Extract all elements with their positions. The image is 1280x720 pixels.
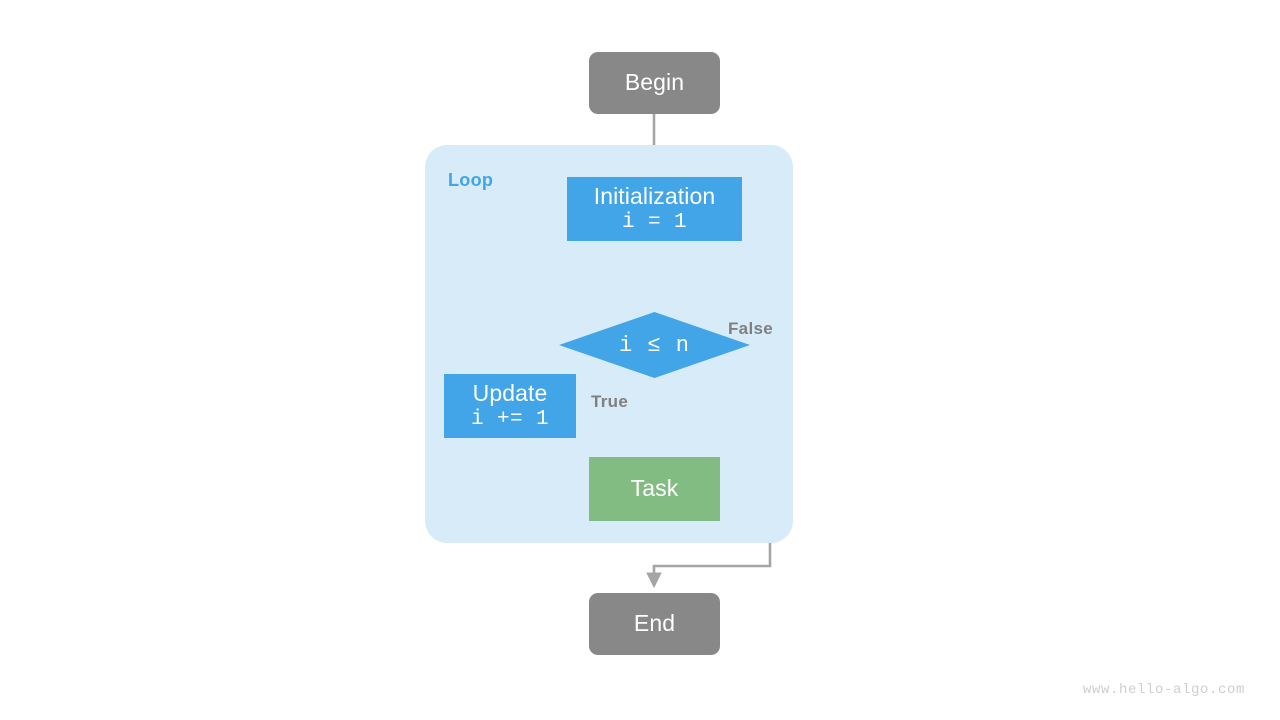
node-begin-title: Begin (624, 69, 685, 96)
edge-label-true: True (591, 392, 629, 411)
loop-container-label: Loop (448, 170, 494, 190)
node-initialization-code: i = 1 (621, 210, 687, 234)
decision-diamond-shape (559, 312, 750, 378)
node-decision[interactable]: i ≤ n (559, 312, 750, 378)
node-update[interactable]: Update i += 1 (444, 374, 576, 438)
node-initialization-title: Initialization (593, 182, 716, 209)
node-task-title: Task (630, 475, 679, 502)
node-end[interactable]: End (589, 593, 720, 655)
node-initialization[interactable]: Initialization i = 1 (567, 177, 742, 241)
node-task[interactable]: Task (589, 457, 720, 521)
node-update-code: i += 1 (470, 407, 549, 431)
node-decision-title: i ≤ n (618, 332, 690, 358)
node-update-title: Update (472, 379, 548, 406)
edge-label-false: False (728, 319, 773, 338)
node-end-title: End (633, 610, 676, 637)
watermark: www.hello-algo.com (1082, 682, 1245, 698)
node-begin[interactable]: Begin (589, 52, 720, 114)
